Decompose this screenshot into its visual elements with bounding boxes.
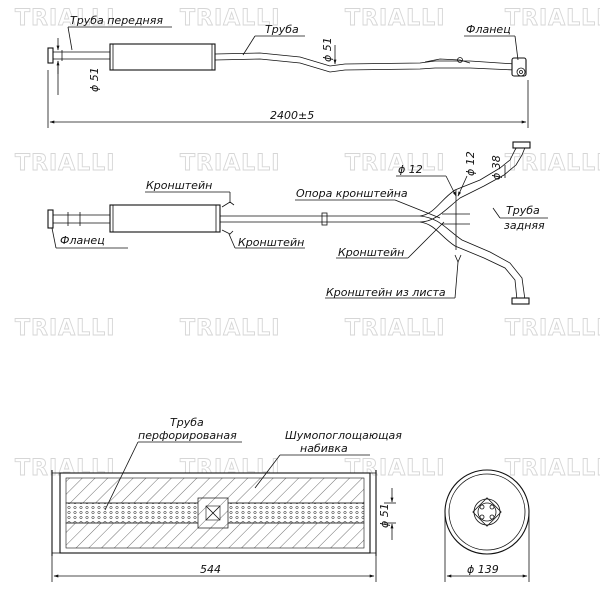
- label-flange-top: Фланец: [466, 23, 511, 36]
- svg-text:TRIALLI: TRIALLI: [180, 316, 280, 341]
- muffler-top: [109, 43, 216, 71]
- svg-text:TRIALLI: TRIALLI: [180, 151, 280, 176]
- front-flange-side: [47, 209, 54, 229]
- dim-length-544: 544: [200, 563, 221, 576]
- front-pipe-top: [53, 51, 110, 60]
- dim-dia-51-left: ϕ 51: [88, 67, 101, 92]
- muffler-side: [109, 204, 221, 233]
- rear-flange-top: [511, 57, 527, 77]
- svg-text:TRIALLI: TRIALLI: [15, 151, 115, 176]
- svg-text:TRIALLI: TRIALLI: [505, 456, 600, 481]
- label-bracket-support: Опора кронштейна: [296, 187, 408, 200]
- label-absorbent-2: набивка: [300, 442, 348, 455]
- side-view: Кронштейн Кронштейн Кронштейн Опора крон…: [47, 141, 548, 305]
- rear-flange-upper: [512, 141, 531, 149]
- label-flange-side: Фланец: [60, 234, 105, 247]
- label-front-pipe: Труба передняя: [70, 14, 163, 27]
- svg-text:TRIALLI: TRIALLI: [505, 151, 600, 176]
- label-pipe: Труба: [265, 23, 299, 36]
- rear-flange-lower: [511, 297, 530, 305]
- end-view: ϕ 139: [444, 469, 530, 582]
- label-perforated-1: Труба: [170, 416, 204, 429]
- label-bracket-3: Кронштейн: [338, 246, 404, 259]
- pipe-top-lower: [214, 58, 516, 73]
- label-bracket-1: Кронштейн: [146, 179, 212, 192]
- svg-text:TRIALLI: TRIALLI: [345, 6, 445, 31]
- dim-dia-51-mid: ϕ 51: [321, 37, 334, 62]
- front-flange-top: [47, 47, 54, 64]
- dim-dia-51-section: ϕ 51: [378, 503, 391, 528]
- svg-text:TRIALLI: TRIALLI: [345, 316, 445, 341]
- label-absorbent-1: Шумопоглощающая: [285, 429, 402, 442]
- section-view: Труба перфорированая Шумопоглощающая наб…: [51, 416, 402, 582]
- dim-length-2400: 2400±5: [270, 109, 314, 122]
- dim-dia-139: ϕ 139: [467, 563, 499, 576]
- svg-text:TRIALLI: TRIALLI: [505, 6, 600, 31]
- svg-text:TRIALLI: TRIALLI: [505, 316, 600, 341]
- svg-text:TRIALLI: TRIALLI: [180, 6, 280, 31]
- label-sheet-bracket: Кронштейн из листа: [326, 286, 446, 299]
- dim-dia-38: ϕ 38: [490, 155, 503, 180]
- pipe-top-upper: [214, 52, 516, 67]
- label-rear-pipe-1: Труба: [506, 204, 540, 217]
- dim-dia-12-b: ϕ 12: [464, 151, 477, 176]
- label-bracket-2: Кронштейн: [238, 236, 304, 249]
- svg-text:TRIALLI: TRIALLI: [15, 316, 115, 341]
- end-view-outer: [444, 469, 530, 555]
- label-perforated-2: перфорированая: [138, 429, 237, 442]
- dim-dia-12-a: ϕ 12: [398, 163, 423, 176]
- label-rear-pipe-2: задняя: [504, 219, 545, 232]
- top-view: Труба передняя Труба Фланец ϕ 51 ϕ 51 24…: [47, 14, 529, 128]
- svg-text:TRIALLI: TRIALLI: [345, 151, 445, 176]
